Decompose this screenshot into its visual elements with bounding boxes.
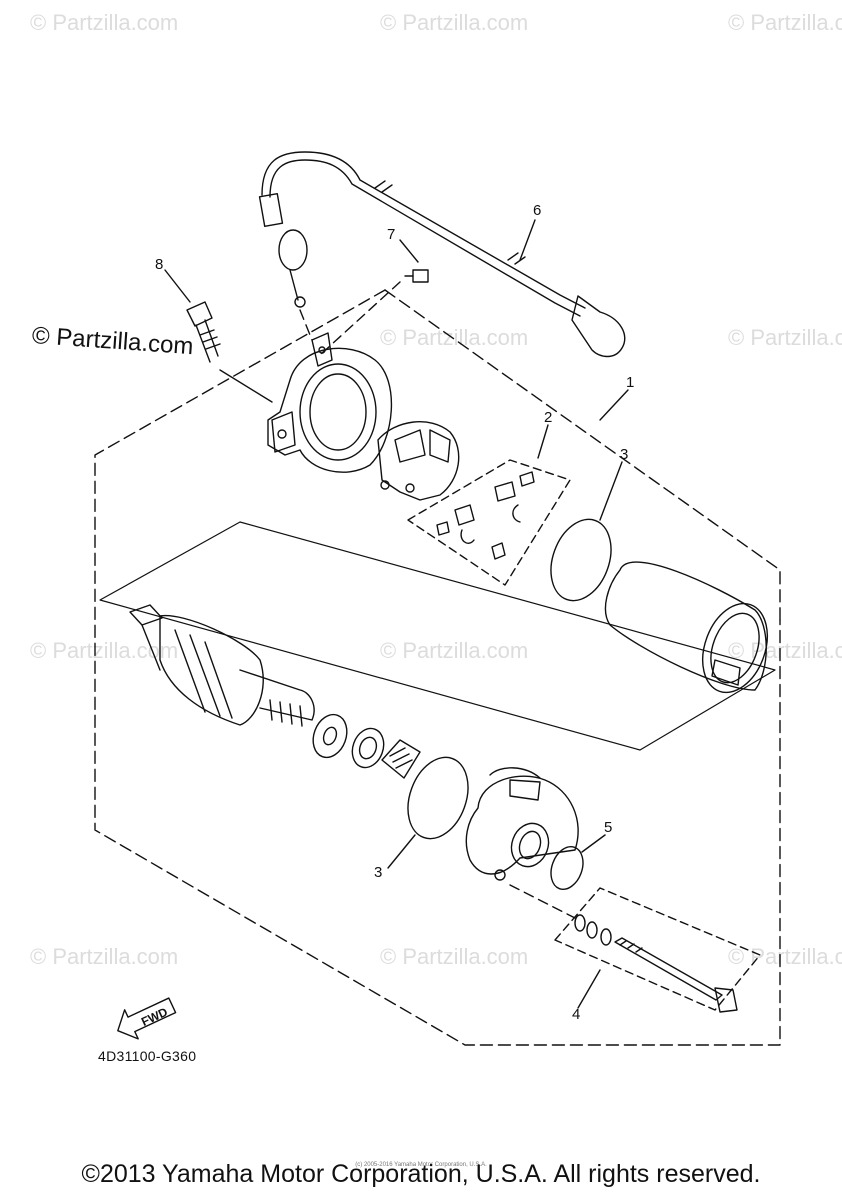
- watermark: © Partzilla.com: [30, 10, 179, 35]
- front-cover: [465, 767, 579, 881]
- o-ring-lower: [407, 756, 469, 840]
- brush-set-box: [407, 459, 571, 586]
- callout-6: 6: [533, 202, 542, 219]
- watermark: © Partzilla.com: [30, 638, 179, 663]
- leader-3b: [387, 834, 416, 869]
- watermark: © Partzilla.com: [380, 10, 529, 35]
- o-ring-small: [550, 845, 584, 891]
- leader-8: [164, 269, 191, 303]
- watermark: © Partzilla.com: [728, 944, 842, 969]
- watermark: © Partzilla.com: [728, 638, 842, 663]
- callout-3-upper: 3: [620, 446, 629, 463]
- small-print: (c) 2005-2016 Yamaha Motor Corporation, …: [355, 1162, 487, 1168]
- fwd-arrow-icon: [117, 997, 177, 1040]
- watermark: © Partzilla.com: [380, 638, 529, 663]
- leader-4: [577, 969, 601, 1009]
- yoke: [604, 561, 768, 694]
- rear-cover: [267, 332, 393, 473]
- watermark: © Partzilla.com: [30, 944, 179, 969]
- leader-3a: [599, 461, 623, 521]
- callout-4: 4: [572, 1006, 581, 1023]
- watermark: © Partzilla.com: [728, 325, 842, 350]
- watermark: © Partzilla.com: [380, 944, 529, 969]
- brush-set-parts: [436, 471, 535, 560]
- screw-part-7: [319, 269, 429, 356]
- fwd-label: FWD: [139, 1005, 170, 1029]
- leader-5: [581, 834, 606, 853]
- bearing: [351, 727, 385, 769]
- leader-7: [399, 239, 419, 263]
- o-ring-upper: [550, 518, 612, 602]
- bolt-set-box: [554, 887, 761, 1011]
- diagram-part-code: 4D31100-G360: [98, 1048, 197, 1064]
- washer: [312, 713, 348, 759]
- assembly-boundary: [94, 289, 781, 1046]
- leader-2: [537, 424, 549, 459]
- assembly-boundary-top: [384, 289, 781, 621]
- callout-7: 7: [387, 226, 396, 243]
- bolt-set: [509, 884, 738, 1013]
- leader-1: [599, 389, 629, 421]
- callout-1: 1: [626, 374, 635, 391]
- callout-5: 5: [604, 819, 613, 836]
- bolt-part-8: [186, 301, 273, 403]
- armature-box: [99, 521, 776, 751]
- watermark: © Partzilla.com: [728, 10, 842, 35]
- needle-bearing: [381, 739, 421, 779]
- armature: [129, 604, 315, 727]
- callout-2: 2: [544, 409, 553, 426]
- leader-6: [519, 219, 536, 261]
- brush-holder: [377, 421, 460, 501]
- watermark: © Partzilla.com: [380, 325, 529, 350]
- callout-8: 8: [155, 256, 164, 273]
- starter-cable: [258, 151, 626, 358]
- copyright-notice: ©2013 Yamaha Motor Corporation, U.S.A. A…: [81, 1160, 761, 1188]
- callout-3-lower: 3: [374, 864, 383, 881]
